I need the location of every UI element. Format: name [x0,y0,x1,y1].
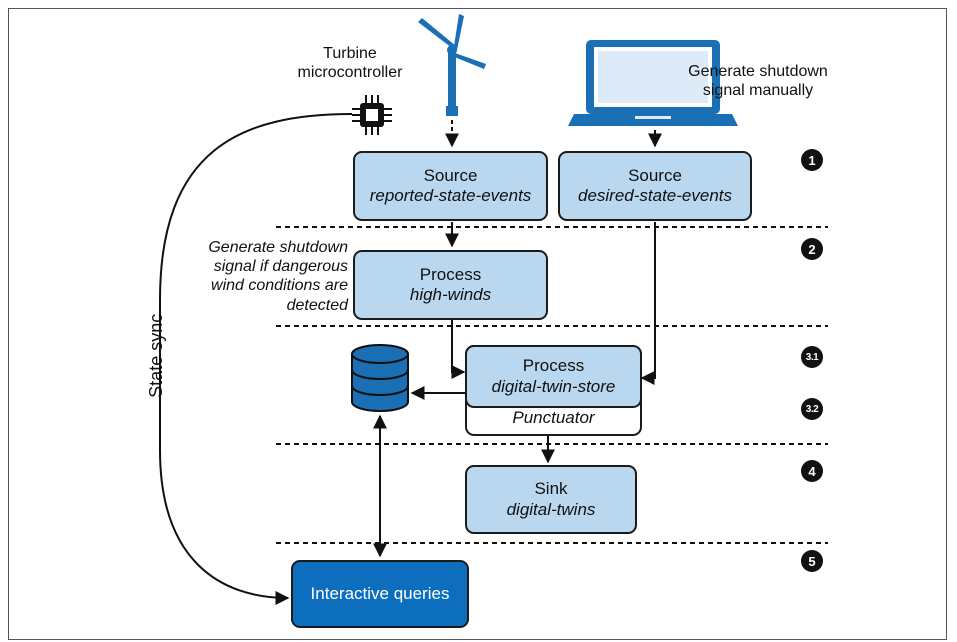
manual-shutdown-label: Generate shutdown signal manually [688,63,828,100]
box-title: Punctuator [512,407,595,427]
box-title: Source [628,165,682,185]
box-subtitle: desired-state-events [577,186,733,205]
box-subtitle: high-winds [409,285,492,304]
arrow-state-sync [159,113,353,605]
state-sync-label: State sync [146,313,167,398]
step-5-badge: 5 [801,550,823,572]
box-title: Sink [534,479,568,499]
box-title: Interactive queries [310,583,450,603]
box-subtitle: digital-twins [506,499,596,519]
box-subtitle: reported-state-events [369,186,532,205]
dangerous-wind-label: Generate shutdown signal if dangerous wi… [208,239,348,314]
box-title: Process [522,356,585,376]
interactive-queries: Interactive queries [291,560,469,628]
box-title: Process [419,264,482,284]
process-digital-twin-store: Process digital-twin-store [465,345,642,408]
step-1-badge: 1 [801,149,823,171]
source-reported-state-events: Source reported-state-events [353,151,548,221]
step-2-badge: 2 [801,238,823,260]
process-high-winds: Process high-winds [353,250,548,320]
step-4-badge: 4 [801,460,823,482]
turbine-label: Turbine microcontroller [297,45,403,82]
database-icon [351,344,409,412]
source-desired-state-events: Source desired-state-events [558,151,752,221]
step-3-1-badge: 3.1 [801,346,823,368]
step-3-2-badge: 3.2 [801,398,823,420]
microcontroller-chip-icon [352,95,392,135]
arrow-high-winds-to-digital-twin [451,320,466,379]
diagram-frame [8,8,947,640]
box-title: Source [423,165,478,185]
arrow-desired-to-digital-twin [640,222,656,385]
wind-turbine-icon [418,14,486,116]
sink-digital-twins: Sink digital-twins [465,465,637,534]
box-subtitle: digital-twin-store [491,376,616,396]
laptop-icon [568,40,738,126]
